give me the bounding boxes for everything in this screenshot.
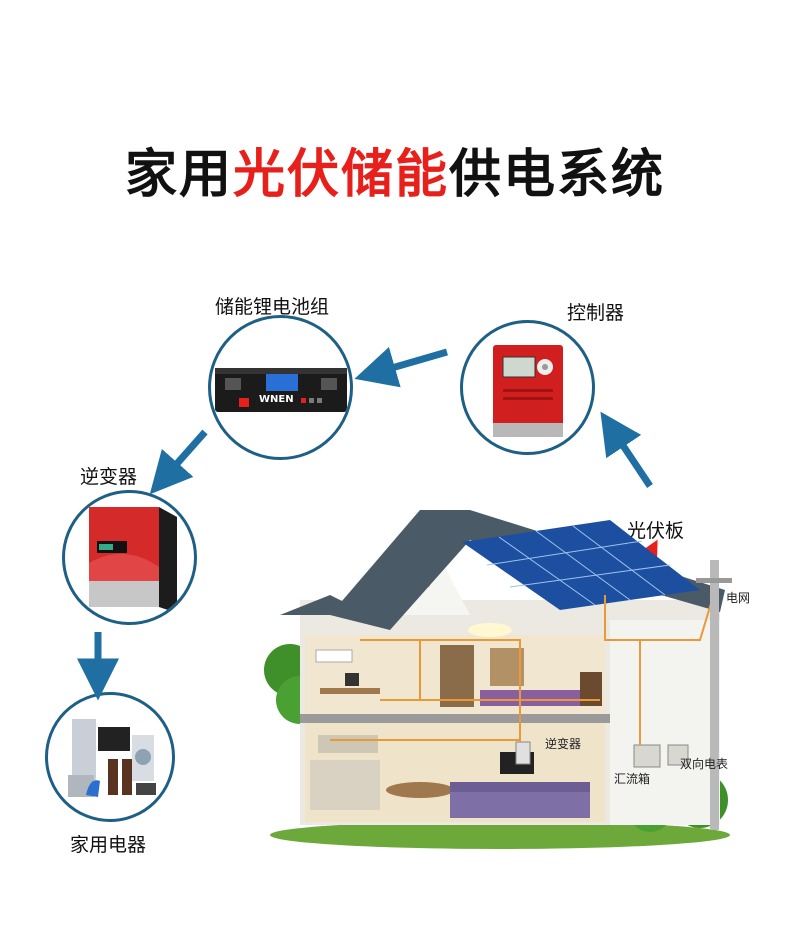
title-part-3: 供电系统 <box>449 145 666 205</box>
wiring <box>330 595 713 745</box>
arrow-pv-to-controller <box>600 411 653 488</box>
gable <box>360 520 470 615</box>
lithium-battery-icon <box>215 368 347 412</box>
home-appliances-icon <box>68 719 156 797</box>
battery-brand: WNEN <box>259 394 294 405</box>
title-part-1: 家用 <box>124 145 233 205</box>
tree-right <box>672 772 728 828</box>
grass <box>270 821 730 849</box>
arrow-battery-to-inverter <box>149 429 208 495</box>
combiner-box-label: 汇流箱 <box>614 772 651 786</box>
arrow-red-pv <box>634 539 658 581</box>
appliances-label: 家用电器 <box>70 834 147 856</box>
bidirectional-meter-label: 双向电表 <box>680 757 729 771</box>
pv-panel-label: 光伏板 <box>627 520 685 542</box>
grid-label: 电网 <box>726 591 751 605</box>
page-title: 家用光伏储能供电系统 <box>0 140 790 210</box>
utility-pole <box>710 560 719 830</box>
upper-floor <box>305 635 605 715</box>
house-inverter-label: 逆变器 <box>545 737 582 751</box>
tree-left <box>264 644 316 696</box>
arrow-controller-to-battery <box>354 346 448 388</box>
inverter-label: 逆变器 <box>80 466 138 488</box>
house-walls <box>300 600 720 825</box>
side-wall <box>610 620 720 825</box>
controller-circle <box>460 320 595 455</box>
appliances-circle <box>45 692 175 822</box>
controller-label: 控制器 <box>567 302 625 324</box>
battery-circle: WNEN <box>208 315 353 460</box>
controller-icon <box>493 345 563 437</box>
battery-label: 储能锂电池组 <box>215 296 330 318</box>
inverter-icon <box>89 507 177 613</box>
title-part-2: 光伏储能 <box>232 145 449 205</box>
inverter-circle <box>62 490 197 625</box>
